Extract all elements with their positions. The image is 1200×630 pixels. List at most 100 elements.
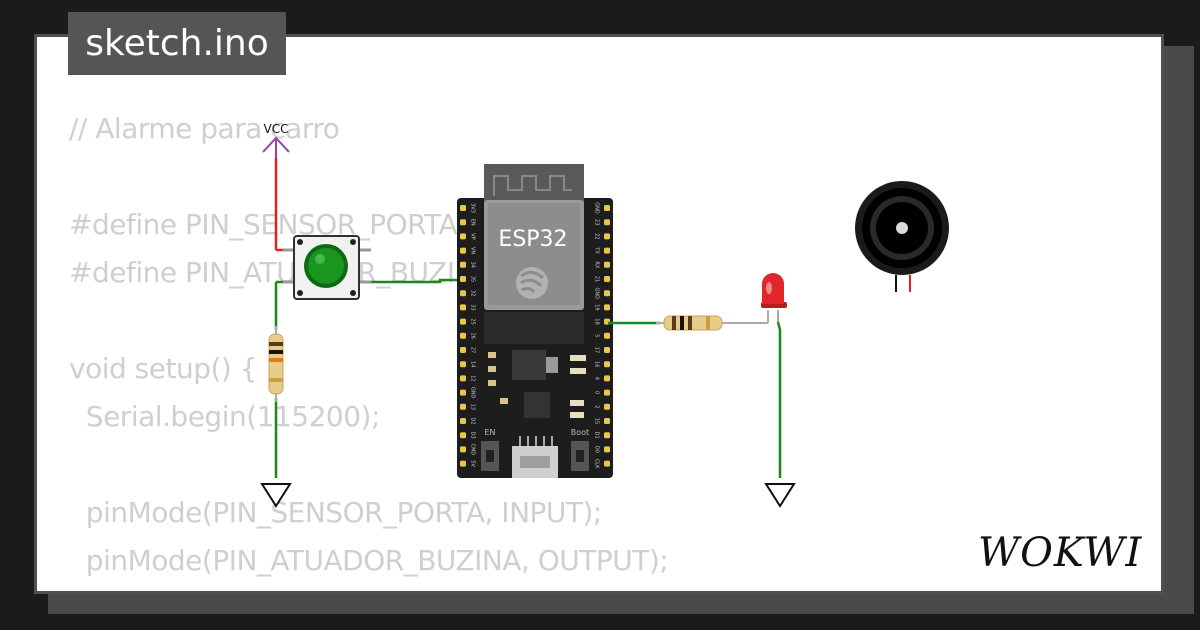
led-ground-wire[interactable]	[776, 321, 782, 478]
header-pin[interactable]	[460, 205, 466, 211]
pin-label: 19	[594, 304, 600, 310]
header-pin[interactable]	[604, 276, 610, 282]
pin-label: 21	[594, 276, 600, 282]
header-pin[interactable]	[460, 332, 466, 339]
led-resistor[interactable]	[656, 315, 730, 331]
vcc-label: VCC	[264, 122, 289, 136]
buzzer[interactable]	[855, 181, 949, 292]
boot-label: Boot	[571, 428, 589, 437]
header-pin[interactable]	[460, 219, 466, 226]
pin-label: 0	[594, 391, 600, 394]
header-pin[interactable]	[604, 205, 610, 211]
header-pin[interactable]	[604, 460, 610, 467]
header-pin[interactable]	[460, 304, 466, 311]
header-pin[interactable]	[460, 276, 466, 282]
code-line: // Alarme para carro	[69, 112, 340, 145]
espressif-logo-icon	[516, 267, 548, 299]
pin-label: 16	[594, 361, 600, 367]
header-pin[interactable]	[460, 290, 466, 297]
pin-label: GND	[470, 387, 476, 399]
pin-label: D3	[470, 432, 476, 439]
header-pin[interactable]	[460, 418, 466, 424]
wokwi-logo: WOKWI	[978, 530, 1142, 576]
header-pin[interactable]	[604, 432, 610, 439]
header-pin[interactable]	[460, 361, 466, 368]
pin-label: 2	[594, 405, 600, 408]
left-pin-header[interactable]: 3V3ENVPVN343532332526271412GND13D2D3CMD5…	[460, 203, 476, 467]
header-pin[interactable]	[604, 304, 610, 311]
en-label: EN	[484, 428, 495, 437]
pin-label: 13	[470, 404, 476, 410]
pin-label: 14	[470, 361, 476, 367]
header-pin[interactable]	[460, 375, 466, 382]
header-pin[interactable]	[604, 261, 610, 268]
header-pin[interactable]	[604, 375, 610, 382]
red-led[interactable]	[761, 273, 787, 323]
header-pin[interactable]	[460, 247, 466, 254]
header-pin[interactable]	[604, 219, 610, 226]
pin-label: 27	[470, 347, 476, 353]
pin-label: 18	[594, 318, 600, 324]
pin-label: 17	[594, 347, 600, 353]
vcc-symbol: VCC	[262, 122, 290, 158]
header-pin[interactable]	[460, 318, 466, 325]
push-button[interactable]	[283, 235, 371, 300]
gpio-wire[interactable]	[358, 278, 463, 284]
file-tab-label: sketch.ino	[85, 23, 269, 64]
pin-label: CLK	[594, 459, 600, 469]
header-pin[interactable]	[604, 403, 610, 410]
pin-label: D1	[594, 432, 600, 439]
pin-label: 4	[594, 377, 600, 380]
header-pin[interactable]	[604, 361, 610, 368]
header-pin[interactable]	[460, 389, 466, 396]
pin-label: D0	[594, 446, 600, 453]
header-pin[interactable]	[460, 261, 466, 268]
code-line: pinMode(PIN_SENSOR_PORTA, INPUT);	[69, 496, 603, 529]
code-line: Serial.begin(115200);	[69, 400, 381, 433]
header-pin[interactable]	[604, 233, 610, 240]
pin-label: 32	[470, 290, 476, 296]
wokwi-logo-text: WOKWI	[978, 530, 1142, 576]
header-pin[interactable]	[460, 432, 466, 439]
pin-label: GND	[594, 287, 600, 299]
header-pin[interactable]	[460, 460, 466, 467]
pin-label: 22	[594, 233, 600, 239]
pin-label: TX	[594, 246, 600, 254]
pin-label: 26	[470, 333, 476, 339]
pin-label: EN	[470, 219, 476, 226]
file-tab[interactable]: sketch.ino	[68, 12, 286, 75]
header-pin[interactable]	[460, 347, 466, 353]
pin-label: 3V3	[470, 203, 476, 213]
pin-label: 35	[470, 276, 476, 282]
pin-label: 15	[594, 418, 600, 424]
header-pin[interactable]	[460, 403, 466, 410]
pin-label: 5V	[470, 460, 476, 467]
pin-label: CMD	[470, 444, 476, 456]
header-pin[interactable]	[604, 332, 610, 339]
header-pin[interactable]	[604, 290, 610, 297]
esp32-label: ESP32	[498, 227, 567, 252]
pin-label: VP	[470, 233, 476, 239]
pulldown-resistor[interactable]	[268, 326, 284, 402]
header-pin[interactable]	[604, 418, 610, 424]
header-pin[interactable]	[460, 446, 466, 453]
header-pin[interactable]	[604, 446, 610, 453]
pin-label: 33	[470, 304, 476, 310]
pin-label: VN	[470, 247, 476, 254]
header-pin[interactable]	[604, 389, 610, 396]
header-pin[interactable]	[604, 247, 610, 254]
code-line: void setup() {	[69, 352, 258, 385]
pin-label: D2	[470, 417, 476, 424]
pin-label: 23	[594, 219, 600, 225]
pin-label: 34	[470, 262, 476, 268]
esp32-board[interactable]: ESP32 EN Boot	[457, 164, 613, 478]
code-line: pinMode(PIN_ATUADOR_BUZINA, OUTPUT);	[69, 544, 669, 577]
pin-label: 25	[470, 318, 476, 324]
ground-symbol	[260, 483, 292, 508]
ground-symbol	[764, 483, 796, 508]
pin-label: RX	[594, 261, 600, 268]
header-pin[interactable]	[604, 347, 610, 353]
header-pin[interactable]	[460, 233, 466, 240]
